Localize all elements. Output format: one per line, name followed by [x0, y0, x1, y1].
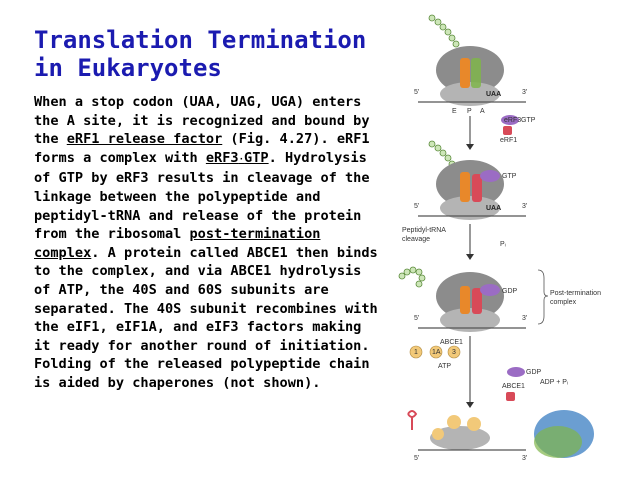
three-prime-label-2: 3': [522, 203, 527, 210]
polypeptide-chain: [428, 14, 460, 48]
three-prime-label-4: 3': [522, 455, 527, 462]
erf1-icon: [503, 126, 512, 135]
post-termination-label: Post-termination: [550, 290, 601, 297]
erf3-bound-2: [480, 170, 500, 182]
trna-p-site-2: [460, 172, 470, 202]
gtp-label-1: GTP: [521, 117, 536, 124]
erf3-label-1: eRF3: [504, 117, 521, 124]
arrow-2: Peptidyl-tRNA cleavage Pᵢ: [402, 224, 506, 260]
erf1-bound-2: [472, 174, 482, 202]
stage-3-post-termination: 5' 3' GDP Post-termination complex: [398, 266, 601, 332]
stage-1-ribosome: 5' 3' UAA E P A: [414, 14, 527, 115]
complex-label: complex: [550, 299, 577, 306]
link-erf3-gtp[interactable]: eRF3·GTP: [206, 150, 269, 166]
bound-eif1-icon: [447, 415, 461, 429]
bound-eif3-icon: [432, 428, 444, 440]
site-e-label: E: [452, 108, 457, 115]
termination-diagram: 5' 3' UAA E P A eRF3 GTP eRF1 5' 3' GTP …: [398, 14, 601, 462]
trna-a-site: [471, 58, 481, 88]
atp-label: ATP: [438, 363, 451, 370]
trna-p-site: [460, 58, 470, 88]
small-subunit-2: [440, 196, 500, 220]
link-gtp: GTP: [244, 149, 269, 166]
link-erf1-release-factor[interactable]: eRF1 release factor: [66, 131, 223, 148]
gdp-label-released: GDP: [526, 369, 542, 376]
title-line-2: in Eukaryotes: [34, 54, 222, 82]
site-p-label: P: [467, 108, 472, 115]
five-prime-label-2: 5': [414, 203, 419, 210]
arrow-1: eRF3 GTP eRF1: [466, 115, 536, 150]
body-text-2: (Fig. 4.27). eRF1 forms a complex with: [34, 131, 370, 166]
gtp-label-2: GTP: [502, 173, 517, 180]
page-title: Translation Termination in Eukaryotes: [34, 26, 394, 82]
eif1a-label: 1A: [432, 349, 441, 356]
small-subunit: [440, 82, 500, 106]
stage-2-ribosome: 5' 3' GTP UAA: [414, 140, 527, 220]
erf1-bound-3: [472, 288, 482, 314]
erf1-label-1: eRF1: [500, 137, 517, 144]
five-prime-label: 5': [414, 89, 419, 96]
body-text-4: . A protein called ABCE1 then binds to t…: [34, 244, 378, 391]
erf3-bound-3: [480, 284, 500, 296]
released-polypeptide: [398, 266, 426, 288]
arrow-3: ABCE1 1 1A 3 ATP GDP ABCE1 ADP + Pᵢ: [409, 336, 568, 408]
adp-pi-label: ADP + Pᵢ: [540, 379, 568, 386]
pi-label: Pᵢ: [500, 241, 506, 248]
site-a-label: A: [480, 108, 485, 115]
released-trna: [407, 410, 418, 430]
link-dot: ·: [238, 154, 245, 165]
bound-eif1a-icon: [467, 417, 481, 431]
title-line-1: Translation Termination: [34, 26, 367, 54]
peptidyl-trna-label: Peptidyl-tRNA: [402, 227, 446, 234]
gdp-label-3: GDP: [502, 288, 518, 295]
eif3-label: 3: [452, 349, 456, 356]
released-erf3-icon: [507, 367, 525, 377]
bracket: [537, 269, 549, 325]
three-prime-label: 3': [522, 89, 527, 96]
link-post-termination-complex[interactable]: post-termination complex: [34, 226, 321, 261]
stop-codon-label-2: UAA: [486, 205, 501, 212]
three-prime-label-3: 3': [522, 315, 527, 322]
cleavage-label: cleavage: [402, 236, 430, 243]
released-erf1-icon: [506, 392, 515, 401]
five-prime-label-4: 5': [414, 455, 419, 462]
trna-p-site-3: [460, 286, 470, 314]
stage-4-dissociated: 5' 3': [407, 410, 594, 462]
eif1-icon: [409, 345, 423, 359]
large-subunit-60s-shade: [534, 426, 582, 458]
small-subunit-40s: [430, 426, 490, 450]
stop-codon-label: UAA: [486, 91, 501, 98]
erf3-gtp-icon: [501, 115, 519, 125]
abce1-label-2: ABCE1: [502, 383, 525, 390]
eif3-icon: [447, 345, 461, 359]
five-prime-label-3: 5': [414, 315, 419, 322]
link-erf3: eRF3: [205, 149, 239, 166]
body-text-1: When a stop codon (UAA, UAG, UGA) enters…: [34, 94, 370, 148]
abce1-label-1: ABCE1: [440, 339, 463, 346]
small-subunit-3: [440, 308, 500, 332]
body-paragraph: When a stop codon (UAA, UAG, UGA) enters…: [34, 93, 384, 393]
eif1-label: 1: [414, 349, 418, 356]
body-text-3: . Hydrolysis of GTP by eRF3 results in c…: [34, 149, 370, 243]
eif1a-icon: [429, 345, 443, 359]
